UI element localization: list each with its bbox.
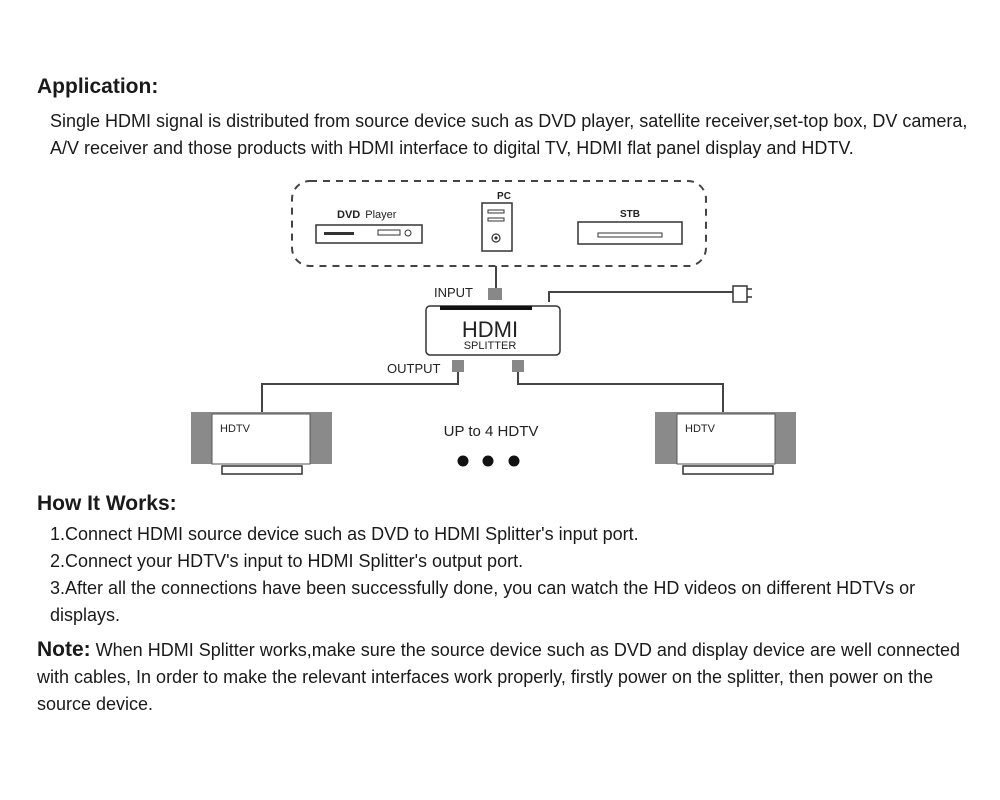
input-connector: [488, 288, 502, 300]
steps-list: 1.Connect HDMI source device such as DVD…: [50, 521, 980, 629]
connection-diagram: DVD Player PC STB INPUT HDMI SPLITTER OUT…: [191, 180, 796, 475]
pc-label: PC: [497, 191, 511, 202]
how-it-works-heading: How It Works:: [37, 492, 177, 515]
application-text: Single HDMI signal is distributed from s…: [50, 111, 968, 158]
splitter-subtitle: SPLITTER: [464, 340, 517, 352]
cable-left-hdtv: [261, 372, 459, 412]
output-label: OUTPUT: [387, 361, 441, 376]
application-heading: Application:: [37, 75, 159, 98]
dvd-player-device: DVD Player: [315, 209, 423, 244]
step-item: 1.Connect HDMI source device such as DVD…: [50, 524, 639, 544]
dvd-label-bold: DVD: [337, 209, 360, 221]
note-paragraph: Note: When HDMI Splitter works,make sure…: [37, 636, 977, 718]
power-cable: [548, 291, 735, 302]
step-item: 2.Connect your HDTV's input to HDMI Spli…: [50, 551, 524, 571]
pc-device: PC: [481, 191, 513, 252]
note-label: Note:: [37, 638, 91, 661]
hdtv-right: HDTV: [655, 412, 796, 475]
ellipsis-dot: [508, 455, 520, 467]
output-connector-left: [452, 360, 464, 372]
hdtv-left-label: HDTV: [220, 423, 251, 435]
cable-right-hdtv: [517, 372, 724, 412]
stb-label: STB: [620, 209, 640, 220]
stb-device: STB: [577, 209, 683, 245]
dvd-label-rest: Player: [365, 209, 397, 221]
input-label: INPUT: [434, 285, 473, 300]
note-text: When HDMI Splitter works,make sure the s…: [37, 640, 961, 714]
output-connector-right: [512, 360, 524, 372]
source-devices-group: [291, 180, 707, 267]
step-item: 3.After all the connections have been su…: [50, 578, 916, 625]
power-plug-icon: [732, 285, 748, 303]
hdtv-right-label: HDTV: [685, 423, 716, 435]
hdmi-splitter-device: HDMI SPLITTER: [425, 305, 561, 356]
up-to-label: UP to 4 HDTV: [444, 423, 539, 440]
ellipsis-dot: [457, 455, 469, 467]
hdtv-left: HDTV: [191, 412, 332, 475]
splitter-title: HDMI: [462, 317, 518, 342]
ellipsis-dot: [482, 455, 494, 467]
